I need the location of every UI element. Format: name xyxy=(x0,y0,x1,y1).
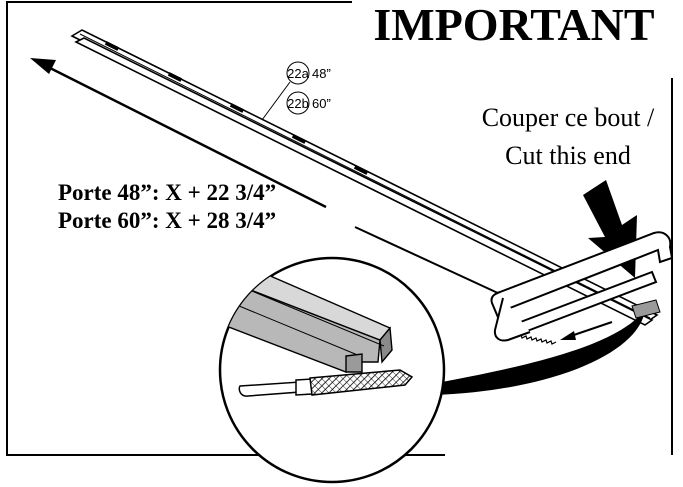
part-size: 48” xyxy=(312,66,331,81)
part-code: 22b xyxy=(287,96,309,111)
direction-arrow-icon xyxy=(30,58,327,209)
magnified-detail xyxy=(218,256,446,484)
measure-leader-line xyxy=(354,226,501,295)
cut-note-fr: Couper ce bout / xyxy=(482,103,655,132)
part-size: 60” xyxy=(312,96,331,111)
part-callout-22a: 22a 48” xyxy=(286,61,331,85)
rail-slots xyxy=(104,41,369,175)
part-callout-22b: 22b 60” xyxy=(286,91,331,115)
rail-part xyxy=(70,29,659,326)
page-frame xyxy=(6,1,673,456)
magnifier-cone xyxy=(435,310,645,395)
cut-note-en: Cut this end xyxy=(505,141,631,170)
important-title: IMPORTANT xyxy=(373,0,654,50)
cut-direction-arrowhead xyxy=(560,331,576,340)
cut-piece xyxy=(631,299,661,319)
hacksaw-icon xyxy=(490,231,674,345)
file-tool-icon xyxy=(238,369,414,397)
part-code: 22a xyxy=(287,66,309,81)
part-leader-line xyxy=(261,81,291,121)
measurement-60: Porte 60”: X + 28 3/4” xyxy=(58,208,276,233)
measurement-48: Porte 48”: X + 22 3/4” xyxy=(58,180,276,205)
